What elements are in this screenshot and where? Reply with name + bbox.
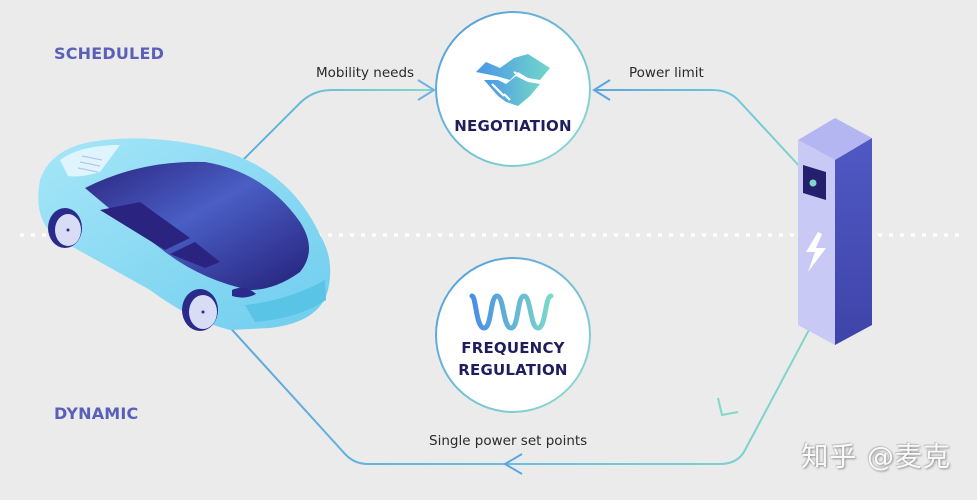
wave-icon [469,293,554,331]
section-label-scheduled: SCHEDULED [54,44,165,63]
arrowhead-set-points-down [717,397,739,417]
handshake-icon [476,54,550,106]
frequency-title-line2: REGULATION [458,361,568,379]
arrowhead-set-points-left [503,453,523,475]
frequency-regulation-node [435,257,591,413]
negotiation-node [435,11,591,167]
section-label-dynamic: DYNAMIC [54,404,139,423]
charging-station-icon [798,118,872,345]
flow-line-mobility-needs [214,89,432,189]
negotiation-title: NEGOTIATION [454,117,572,135]
arrowhead-power-limit [592,79,611,101]
flow-line-single-power-set-points [204,299,819,465]
arrowhead-mobility-needs [417,79,436,101]
lightning-bolt-icon [806,232,826,272]
flow-line-power-limit [594,89,815,183]
flow-label-mobility-needs: Mobility needs [316,65,415,81]
watermark: 知乎 @麦克 [801,442,951,473]
frequency-title-line1: FREQUENCY [461,339,565,357]
flow-label-single-power-set-points: Single power set points [429,433,588,449]
flow-label-power-limit: Power limit [629,65,704,81]
electric-car-icon [38,138,331,331]
